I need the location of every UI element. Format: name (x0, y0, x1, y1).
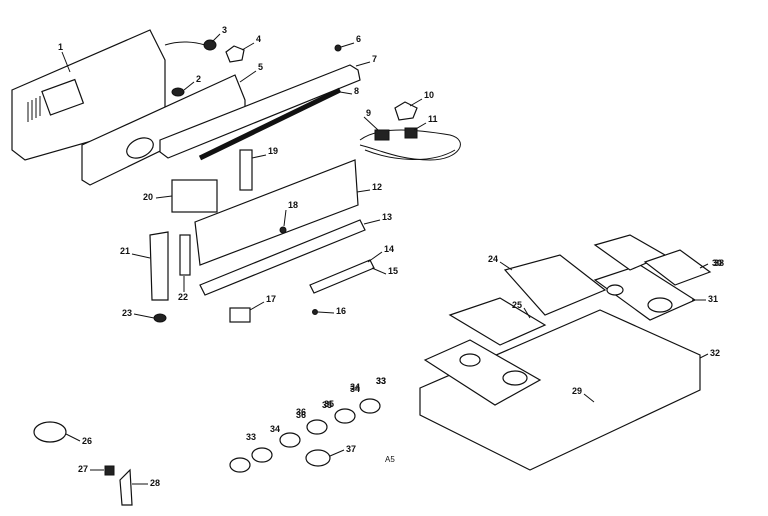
callout-4: 4 (256, 34, 261, 44)
callout-38: 38 (714, 258, 724, 268)
callout-7: 7 (372, 54, 377, 64)
part-switch (229, 307, 251, 323)
callout-34: 34 (350, 382, 360, 392)
callout-10: 10 (424, 90, 434, 100)
callout-24: 24 (488, 254, 498, 264)
callout-30: 30 (712, 258, 722, 268)
callout-14: 14 (384, 244, 394, 254)
callout-36: 36 (296, 407, 306, 417)
callout-13: 13 (382, 212, 392, 222)
callout-2: 2 (196, 74, 201, 84)
callout-9: 9 (366, 108, 371, 118)
callout-34b: 34 (270, 424, 280, 434)
callout-28: 28 (150, 478, 160, 488)
part-rod (198, 87, 342, 161)
part-cooktop-assembly (419, 234, 712, 471)
part-knobs (33, 398, 381, 506)
callout-35: 35 (324, 399, 334, 409)
part-guide (239, 149, 253, 191)
callout-1: 1 (58, 42, 63, 52)
callout-29: 29 (572, 386, 582, 396)
part-wiring-harness (359, 101, 461, 161)
callout-5: 5 (258, 62, 263, 72)
callout-22: 22 (178, 292, 188, 302)
part-handle (309, 259, 375, 294)
callout-18: 18 (288, 200, 298, 210)
callout-33c: 33 (376, 376, 386, 386)
part-lower-trim (199, 219, 366, 296)
part-screw-small (312, 309, 318, 315)
callout-34c: 34 (350, 384, 360, 394)
callout-33b: 33 (246, 432, 256, 442)
callout-20: 20 (143, 192, 153, 202)
callout-25: 25 (512, 300, 522, 310)
part-clock-panel (171, 179, 218, 213)
callout-15: 15 (388, 266, 398, 276)
part-side-bracket (149, 231, 169, 301)
leader-lines (61, 33, 709, 485)
callout-11: 11 (428, 114, 438, 124)
callout-8: 8 (354, 86, 359, 96)
callout-23: 23 (122, 308, 132, 318)
callout-labels: 1 2 3 4 5 6 7 8 9 10 11 12 13 14 15 16 1… (58, 25, 724, 488)
part-top-trim (159, 64, 361, 159)
part-control-panel (81, 74, 246, 186)
callout-31: 31 (708, 294, 718, 304)
part-power-cord (164, 39, 217, 51)
callout-35b: 35 (322, 400, 332, 410)
callout-33: 33 (376, 376, 386, 386)
part-clip (171, 87, 185, 97)
part-screw (334, 44, 342, 52)
callout-16: 16 (336, 306, 346, 316)
part-knob-screw (279, 226, 287, 234)
part-clip-small (153, 313, 167, 323)
callout-27: 27 (78, 464, 88, 474)
callout-12: 12 (372, 182, 382, 192)
callout-26: 26 (82, 436, 92, 446)
callout-37: 37 (346, 444, 356, 454)
figure-marker: A5 (385, 455, 395, 464)
part-bracket (225, 45, 245, 63)
part-spacer (179, 234, 191, 276)
callout-36b: 36 (296, 410, 306, 420)
callout-3: 3 (222, 25, 227, 35)
callout-32: 32 (710, 348, 720, 358)
part-main-panel (194, 159, 359, 266)
callout-19: 19 (268, 146, 278, 156)
callout-6: 6 (356, 34, 361, 44)
callout-21: 21 (120, 246, 130, 256)
callout-17: 17 (266, 294, 276, 304)
